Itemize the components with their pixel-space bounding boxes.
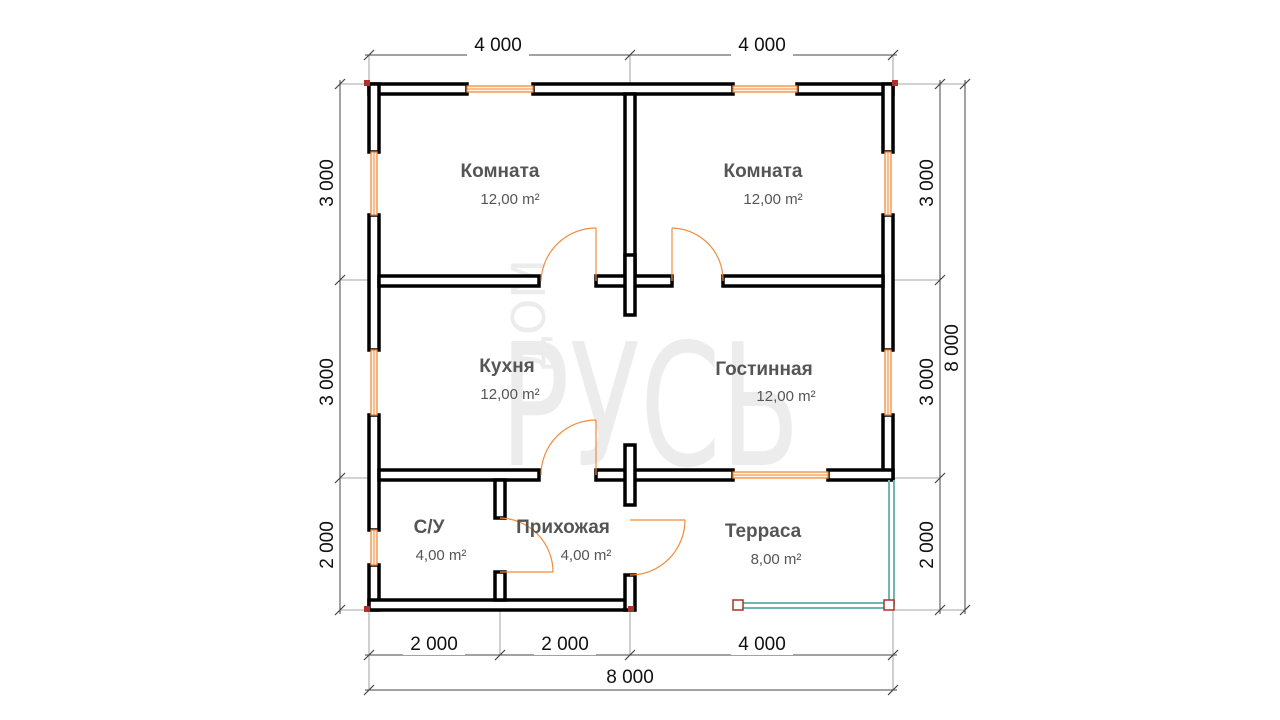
dim-left-bottom: 2 000 bbox=[317, 521, 338, 569]
window-right-top bbox=[884, 151, 892, 216]
room-area: 8,00 m² bbox=[751, 551, 802, 568]
terrace-post bbox=[883, 599, 895, 611]
window-top-left bbox=[466, 85, 534, 93]
dim-right-bottom: 2 000 bbox=[917, 521, 938, 569]
window-left-top bbox=[370, 151, 378, 216]
windows bbox=[370, 85, 892, 566]
dim-top-left: 4 000 bbox=[474, 35, 522, 56]
room-name: С/У bbox=[414, 517, 445, 538]
door-room-left bbox=[540, 227, 597, 282]
dim-top-right: 4 000 bbox=[738, 35, 786, 56]
room-area: 4,00 m² bbox=[416, 547, 467, 564]
window-left-mid bbox=[370, 349, 378, 416]
dim-bottom-1: 2 000 bbox=[410, 634, 458, 655]
door-wc bbox=[499, 517, 554, 573]
dimension-lines bbox=[334, 49, 971, 696]
dim-right-mid: 3 000 bbox=[917, 358, 938, 406]
room-name: Терраса bbox=[725, 521, 802, 542]
terrace-railing bbox=[732, 480, 895, 611]
room-name: Гостинная bbox=[715, 359, 812, 380]
room-area: 4,00 m² bbox=[561, 547, 612, 564]
room-terrace: Терраса 8,00 m² bbox=[725, 521, 802, 568]
dim-left-mid: 3 000 bbox=[317, 358, 338, 406]
window-right-mid bbox=[884, 349, 892, 416]
door-entrance bbox=[629, 519, 686, 576]
corner-markers bbox=[364, 80, 898, 612]
door-room-right bbox=[671, 227, 724, 282]
dimension-labels: 4 000 4 000 3 000 3 000 2 000 3 000 3 00… bbox=[317, 34, 963, 688]
window-left-bottom bbox=[370, 529, 378, 566]
room-area: 12,00 m² bbox=[480, 386, 539, 403]
room-kitchen: Кухня 12,00 m² bbox=[479, 356, 539, 403]
door-kitchen bbox=[540, 419, 597, 476]
room-name: Кухня bbox=[479, 356, 535, 377]
room-living: Гостинная 12,00 m² bbox=[715, 359, 815, 405]
room-name: Комната bbox=[724, 161, 803, 182]
dim-bottom-total: 8 000 bbox=[606, 667, 654, 688]
room-labels: Комната 12,00 m² Комната 12,00 m² Кухня … bbox=[414, 161, 816, 568]
dim-bottom-3: 4 000 bbox=[738, 634, 786, 655]
walls bbox=[367, 82, 895, 612]
room-area: 12,00 m² bbox=[480, 191, 539, 208]
dim-right-total: 8 000 bbox=[942, 324, 963, 372]
terrace-post bbox=[732, 599, 744, 611]
dim-right-top: 3 000 bbox=[917, 159, 938, 207]
doors bbox=[499, 227, 724, 576]
room-hall: Прихожая 4,00 m² bbox=[516, 517, 611, 564]
window-top-right bbox=[732, 85, 798, 93]
room-wc: С/У 4,00 m² bbox=[414, 517, 467, 564]
room-area: 12,00 m² bbox=[743, 191, 802, 208]
room-2: Комната 12,00 m² bbox=[724, 161, 803, 208]
dim-bottom-2: 2 000 bbox=[541, 634, 589, 655]
dim-left-top: 3 000 bbox=[317, 159, 338, 207]
room-1: Комната 12,00 m² bbox=[461, 161, 540, 208]
room-area: 12,00 m² bbox=[756, 388, 815, 405]
window-terrace bbox=[732, 471, 829, 479]
room-name: Прихожая bbox=[516, 517, 610, 538]
room-name: Комната bbox=[461, 161, 540, 182]
extension-lines bbox=[340, 55, 965, 690]
